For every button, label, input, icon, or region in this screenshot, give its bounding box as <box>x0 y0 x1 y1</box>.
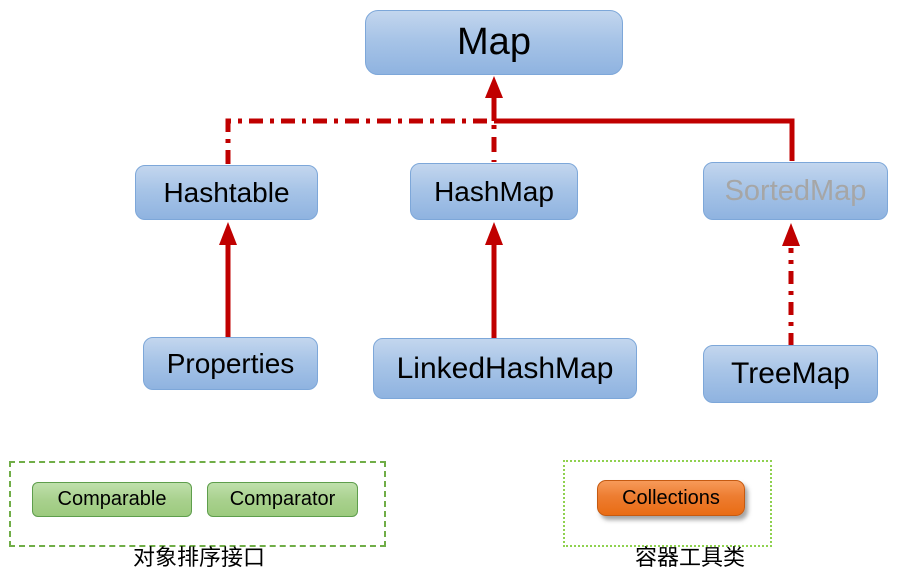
node-linkedhashmap: LinkedHashMap <box>373 338 637 399</box>
node-hashmap-label: HashMap <box>434 175 554 207</box>
arrowhead-into-hashmap <box>485 222 503 245</box>
node-hashmap: HashMap <box>410 163 578 220</box>
arrowhead-into-hashtable <box>219 222 237 245</box>
node-hashtable-label: Hashtable <box>163 176 290 208</box>
node-properties: Properties <box>143 337 318 390</box>
node-comparable-label: Comparable <box>57 488 167 510</box>
edge-hashtable-to-map-dashdot <box>225 118 488 164</box>
utility-group-caption: 容器工具类 <box>634 545 746 570</box>
node-comparable: Comparable <box>32 482 192 517</box>
node-sortedmap-label: SortedMap <box>724 174 867 207</box>
node-comparator-label: Comparator <box>229 488 336 510</box>
sorting-interfaces-group: Comparable Comparator <box>9 461 386 547</box>
utility-class-group: Collections <box>563 460 772 547</box>
node-map: Map <box>365 10 623 75</box>
arrowhead-into-sortedmap <box>782 223 800 246</box>
node-map-label: Map <box>457 21 531 63</box>
sorting-group-caption: 对象排序接口 <box>132 545 266 570</box>
node-properties-label: Properties <box>166 347 295 379</box>
node-treemap-label: TreeMap <box>731 357 850 390</box>
node-collections-label: Collections <box>622 486 720 509</box>
node-hashtable: Hashtable <box>135 165 318 220</box>
node-comparator: Comparator <box>207 482 358 517</box>
node-sortedmap: SortedMap <box>703 162 888 220</box>
arrowhead-into-map <box>485 76 503 98</box>
node-treemap: TreeMap <box>703 345 878 403</box>
edge-sortedmap-to-map-solid <box>494 118 795 161</box>
node-linkedhashmap-label: LinkedHashMap <box>396 351 614 385</box>
node-collections: Collections <box>597 480 745 516</box>
